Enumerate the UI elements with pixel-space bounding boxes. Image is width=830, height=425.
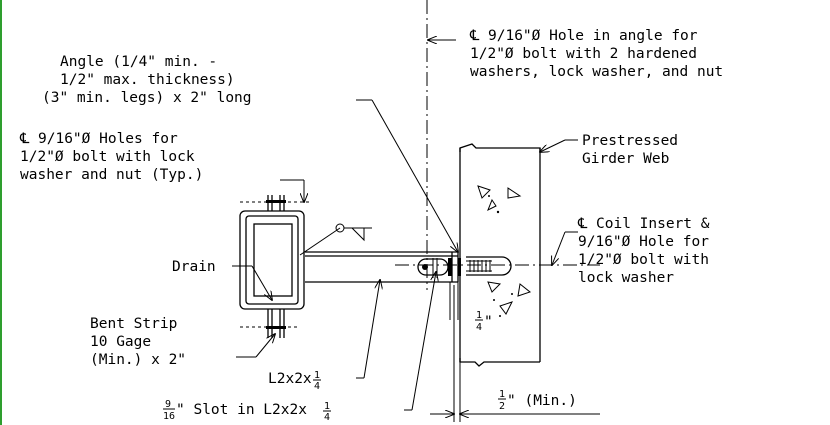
slot-frac-den: 16 (163, 411, 175, 422)
angle-line-1: Angle (1/4" min. - (60, 54, 217, 70)
bent-strip-line-2: 10 Gage (90, 334, 151, 350)
slot-frac-num: 9 (165, 399, 171, 410)
svg-text:": " (484, 314, 493, 330)
coil-insert (466, 256, 512, 276)
cl-symbol-1: ℄ (469, 28, 480, 44)
bent-strip-line-1: Bent Strip (90, 316, 177, 332)
hole-angle-line-2: 1/2"Ø bolt with 2 hardened (470, 46, 697, 62)
slot-angle-frac-den: 4 (324, 412, 330, 423)
text-labels: ℄ 9/16"Ø Hole in angle for 1/2"Ø bolt wi… (19, 28, 723, 423)
slot-label: " Slot in L2x2x (176, 402, 307, 418)
coil-line-3: 1/2"Ø bolt with (578, 252, 709, 268)
coil-line-2: 9/16"Ø Hole for (578, 234, 709, 250)
angle-size-frac-num: 1 (314, 370, 320, 381)
half-dim-num: 1 (499, 389, 505, 400)
quarter-dim-num: 1 (476, 310, 482, 321)
hole-angle-line-3: washers, lock washer, and nut (470, 64, 723, 80)
girder-line-1: Prestressed (582, 133, 678, 149)
angle-size-label: L2x2x (268, 371, 312, 387)
holes-line-3: washer and nut (Typ.) (20, 167, 203, 183)
angle-line-2: 1/2" max. thickness) (60, 72, 235, 88)
coil-line-1: Coil Insert & (596, 216, 710, 232)
cl-symbol-2: ℄ (19, 131, 30, 147)
angle-leg (305, 251, 461, 283)
drain-box (239, 195, 372, 338)
holes-line-1: 9/16"Ø Holes for (38, 131, 178, 147)
drain-label: Drain (172, 259, 216, 275)
left-border-line (0, 0, 2, 425)
leader-lines (232, 40, 600, 422)
quarter-dim-den: 4 (476, 322, 482, 333)
half-dim-den: 2 (499, 401, 505, 412)
coil-line-4: lock washer (578, 270, 674, 286)
holes-line-2: 1/2"Ø bolt with lock (20, 149, 195, 165)
half-dim-label: " (Min.) (507, 393, 577, 409)
girder-line-2: Girder Web (582, 151, 669, 167)
slot-angle-frac-num: 1 (324, 401, 330, 412)
angle-size-frac-den: 4 (314, 381, 320, 392)
angle-line-3: (3" min. legs) x 2" long (42, 90, 252, 106)
cl-symbol-3: ℄ (577, 216, 588, 232)
girder-web (459, 143, 541, 367)
bent-strip-line-3: (Min.) x 2" (90, 352, 186, 368)
hole-angle-line-1: 9/16"Ø Hole in angle for (488, 28, 698, 44)
